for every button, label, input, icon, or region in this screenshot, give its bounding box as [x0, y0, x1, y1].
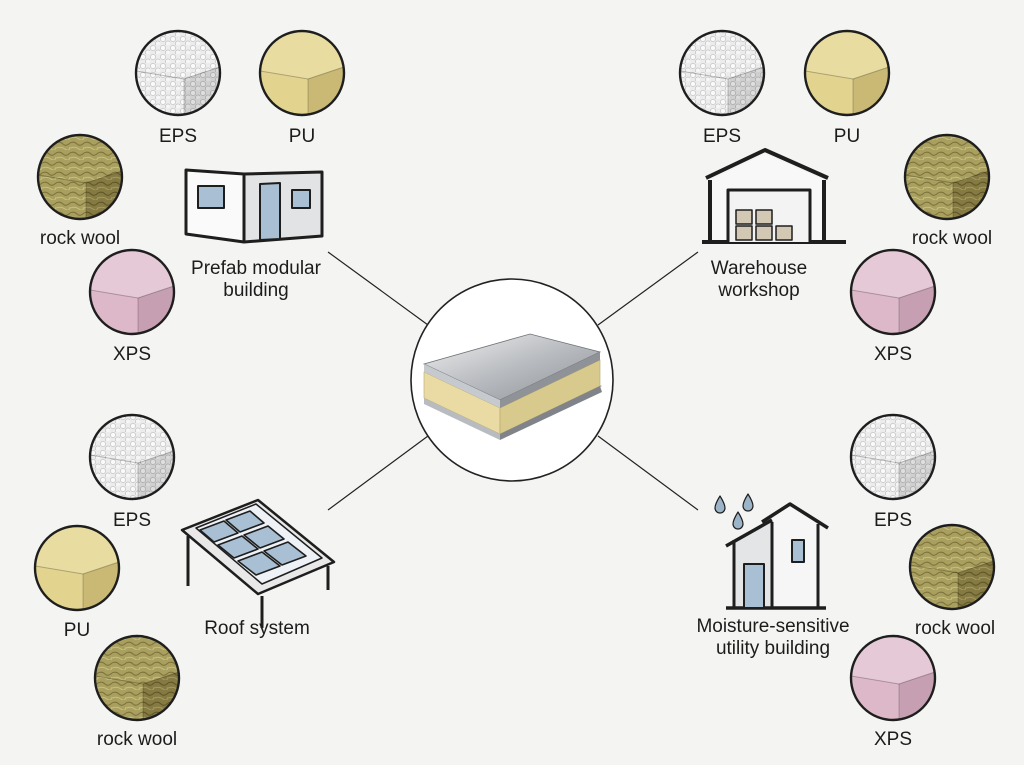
- roof-eps-swatch: [88, 413, 176, 501]
- prefab-title: Prefab modular building: [181, 258, 331, 302]
- warehouse-title: Warehouse workshop: [692, 258, 826, 302]
- moisture-rock-wool-swatch: [908, 523, 996, 611]
- prefab-title-line2: building: [223, 280, 289, 301]
- connector-lines: [327, 251, 699, 511]
- warehouse-pu-swatch: [803, 29, 891, 117]
- prefab-material-xps-label: XPS: [112, 344, 152, 365]
- water-drops-icon: [714, 493, 754, 530]
- prefab-rock-wool-swatch: [36, 133, 124, 221]
- prefab-material-pu-label: PU: [288, 126, 316, 147]
- connector-moisture: [597, 435, 699, 511]
- warehouse-title-line2: workshop: [718, 280, 800, 301]
- roof-rock-wool-swatch: [93, 634, 181, 722]
- moisture-material-eps-label: EPS: [873, 510, 913, 531]
- roof-title: Roof system: [204, 618, 310, 639]
- moisture-title-line2: utility building: [715, 638, 831, 659]
- warehouse-xps-swatch: [849, 248, 937, 336]
- connector-prefab: [327, 251, 429, 326]
- moisture-material-xps-label: XPS: [873, 729, 913, 750]
- warehouse-material-xps-label: XPS: [873, 344, 913, 365]
- connector-roof: [327, 435, 429, 511]
- warehouse-rock-wool-swatch: [903, 133, 991, 221]
- roof-material-pu-label: PU: [63, 620, 91, 641]
- warehouse-icon: [702, 148, 846, 244]
- prefab-eps-swatch: [134, 29, 222, 117]
- moisture-eps-swatch: [849, 413, 937, 501]
- connector-warehouse: [597, 251, 699, 326]
- prefab-pu-swatch: [258, 29, 346, 117]
- warehouse-title-line1: Warehouse: [710, 258, 808, 279]
- moisture-title: Moisture-sensitive utility building: [684, 616, 862, 660]
- sandwich-panel-icon: [410, 278, 614, 482]
- roof-material-eps-label: EPS: [112, 510, 152, 531]
- warehouse-material-eps-label: EPS: [702, 126, 742, 147]
- moisture-building-icon: [714, 493, 829, 610]
- moisture-material-rock-wool-label: rock wool: [914, 618, 996, 639]
- moisture-xps-swatch: [849, 634, 937, 722]
- warehouse-material-pu-label: PU: [833, 126, 861, 147]
- solar-roof-icon: [180, 498, 336, 628]
- roof-material-rock-wool-label: rock wool: [96, 729, 178, 750]
- prefab-material-eps-label: EPS: [158, 126, 198, 147]
- moisture-title-line1: Moisture-sensitive: [696, 616, 850, 637]
- prefab-title-line1: Prefab modular: [191, 258, 321, 279]
- prefab-xps-swatch: [88, 248, 176, 336]
- roof-pu-swatch: [33, 524, 121, 612]
- warehouse-material-rock-wool-label: rock wool: [911, 228, 993, 249]
- prefab-building-icon: [184, 168, 324, 244]
- warehouse-eps-swatch: [678, 29, 766, 117]
- prefab-material-rock-wool-label: rock wool: [39, 228, 121, 249]
